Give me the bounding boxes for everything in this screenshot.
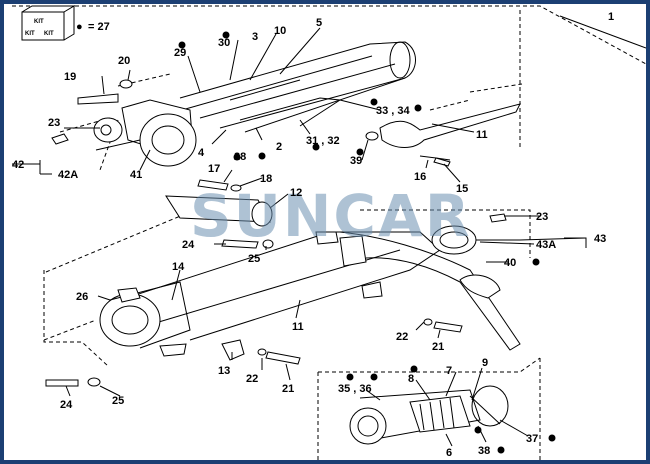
- part-label: 43A: [536, 239, 556, 251]
- part-label: 11: [476, 129, 488, 141]
- part-label: 42A: [58, 169, 78, 181]
- o-ring: [365, 131, 379, 141]
- part-label: 22: [246, 373, 258, 385]
- part-label: 38: [478, 445, 490, 457]
- kit-legend-text: = 27: [88, 21, 110, 33]
- part-label: 17: [208, 163, 220, 175]
- part-label: 31 , 32: [306, 135, 340, 147]
- upper-rod-end: [93, 99, 197, 167]
- part-label: 33 , 34: [376, 105, 411, 117]
- kit-legend: KIT KIT KIT ● = 27: [25, 19, 110, 37]
- suncar-watermark: SUNCAR: [190, 182, 472, 250]
- upper-hose-clamp: [379, 103, 521, 148]
- part-label: 4: [198, 147, 205, 159]
- part-label: 6: [446, 447, 452, 459]
- part-label: 12: [290, 187, 302, 199]
- kit-word: KIT: [34, 19, 44, 25]
- part-label: 16: [414, 171, 426, 183]
- part-labels: 1 5 10 3 30 29 20 19 23 42 42A 41 4 2 8 2…: [12, 11, 614, 459]
- part-label: 30: [218, 37, 230, 49]
- exploded-parts-diagram: SUNCAR KIT KIT KIT ● = 27 1 5 10 3 30 29…: [12, 5, 646, 460]
- part-label: 43: [594, 233, 606, 245]
- part-label: 2: [276, 141, 282, 153]
- part-label: 19: [64, 71, 76, 83]
- kit-dots: [178, 31, 556, 454]
- part-label: 18: [260, 173, 272, 185]
- part-label: 3: [252, 31, 258, 43]
- detail-piston-assembly: [349, 385, 509, 445]
- part-label: 29: [174, 47, 186, 59]
- part-label: 37: [526, 433, 538, 445]
- part-label: 20: [118, 55, 130, 67]
- lower-cylinder: [99, 231, 521, 357]
- cap-40: [459, 274, 501, 299]
- kit-box-icon: [21, 5, 76, 41]
- bolt-19: [77, 93, 119, 105]
- upper-cylinder: [179, 41, 416, 133]
- part-label: 23: [48, 117, 60, 129]
- part-label: 9: [482, 357, 488, 369]
- kit-word: KIT: [44, 31, 54, 37]
- part-label: 10: [274, 25, 286, 37]
- part-label: 25: [248, 253, 260, 265]
- part-label: 13: [218, 365, 230, 377]
- kit-bullet: ●: [76, 21, 83, 33]
- part-label: 35 , 36: [338, 383, 372, 395]
- part-label: 7: [446, 365, 452, 377]
- part-label: 23: [536, 211, 548, 223]
- part-label: 1: [608, 11, 614, 23]
- part-label: 15: [456, 183, 468, 195]
- flange-43: [431, 225, 520, 255]
- part-label: 40: [504, 257, 516, 269]
- part-label: 8: [408, 373, 414, 385]
- part-label: 22: [396, 331, 408, 343]
- kit-word: KIT: [25, 31, 35, 37]
- part-label: 14: [172, 261, 185, 273]
- detail-box-outline: [318, 357, 541, 373]
- part-label: 26: [76, 291, 88, 303]
- part-label: 21: [282, 383, 294, 395]
- part-label: 24: [60, 399, 73, 411]
- part-label: 21: [432, 341, 444, 353]
- part-label: 39: [350, 155, 362, 167]
- part-label: 41: [130, 169, 142, 181]
- part-label: 25: [112, 395, 124, 407]
- part-label: 24: [182, 239, 195, 251]
- assembly-outline-top: [12, 5, 646, 65]
- part-label: 5: [316, 17, 322, 29]
- part-label: 42: [12, 159, 24, 171]
- part-label: 11: [292, 321, 304, 333]
